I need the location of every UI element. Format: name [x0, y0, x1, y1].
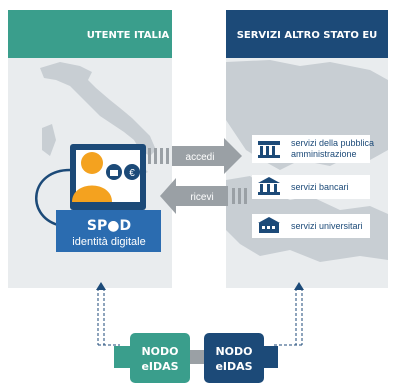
- node-eidas-right-line2: eIDAS: [215, 360, 252, 373]
- service-item-bank: servizi bancari: [252, 175, 370, 199]
- svg-text:€: €: [129, 168, 135, 179]
- node-eidas-left: [130, 333, 190, 383]
- left-panel: UTENTE ITALIA € SP●D identità digitale: [8, 10, 172, 288]
- computer-monitor-icon: €: [70, 144, 146, 210]
- spid-logo: SP●D: [87, 218, 131, 234]
- arrow-ricevi-label: ricevi: [190, 192, 213, 203]
- node-eidas-left-line2: eIDAS: [141, 360, 178, 373]
- arrow-ricevi: ricevi: [160, 178, 247, 214]
- right-panel-title: SERVIZI ALTRO STATO EU: [237, 30, 378, 41]
- node-bridge: [190, 350, 204, 364]
- loop-arrow: [35, 168, 71, 227]
- connector-left: [96, 282, 120, 346]
- connector-right: [274, 282, 304, 346]
- service-item-public-administration: servizi della pubblica amministrazione: [252, 135, 374, 163]
- node-connector-left: [114, 346, 130, 368]
- government-building-icon: [258, 141, 280, 158]
- left-panel-header: [8, 10, 172, 58]
- user-avatar-body: [72, 185, 112, 202]
- spid-badge: [56, 210, 161, 252]
- service-label-public-administration-line1: servizi della pubblica: [291, 138, 374, 148]
- arrow-accedi-label: accedi: [186, 152, 215, 163]
- sardinia-map: [42, 124, 56, 156]
- university-icon: [258, 217, 280, 233]
- node-eidas-right-line1: NODO: [215, 345, 252, 358]
- italy-map: [40, 62, 156, 156]
- node-connector-right: [262, 346, 278, 368]
- user-avatar-head: [81, 152, 103, 174]
- node-eidas-right: [204, 333, 264, 383]
- right-panel-header: [226, 10, 388, 58]
- euro-icon: [124, 164, 140, 180]
- service-label-university: servizi universitari: [291, 221, 363, 231]
- node-eidas-pair: NODO eIDAS NODO eIDAS: [114, 333, 278, 383]
- bank-icon: [258, 177, 280, 195]
- right-panel: SERVIZI ALTRO STATO EU servizi della pub…: [226, 10, 388, 288]
- node-eidas-left-line1: NODO: [141, 345, 178, 358]
- spid-subtitle: identità digitale: [72, 236, 145, 248]
- service-item-university: servizi universitari: [252, 214, 370, 238]
- arrow-accedi: accedi: [148, 138, 242, 174]
- left-panel-title: UTENTE ITALIA: [87, 30, 170, 41]
- service-label-public-administration-line2: amministrazione: [291, 149, 357, 159]
- service-label-bank: servizi bancari: [291, 182, 349, 192]
